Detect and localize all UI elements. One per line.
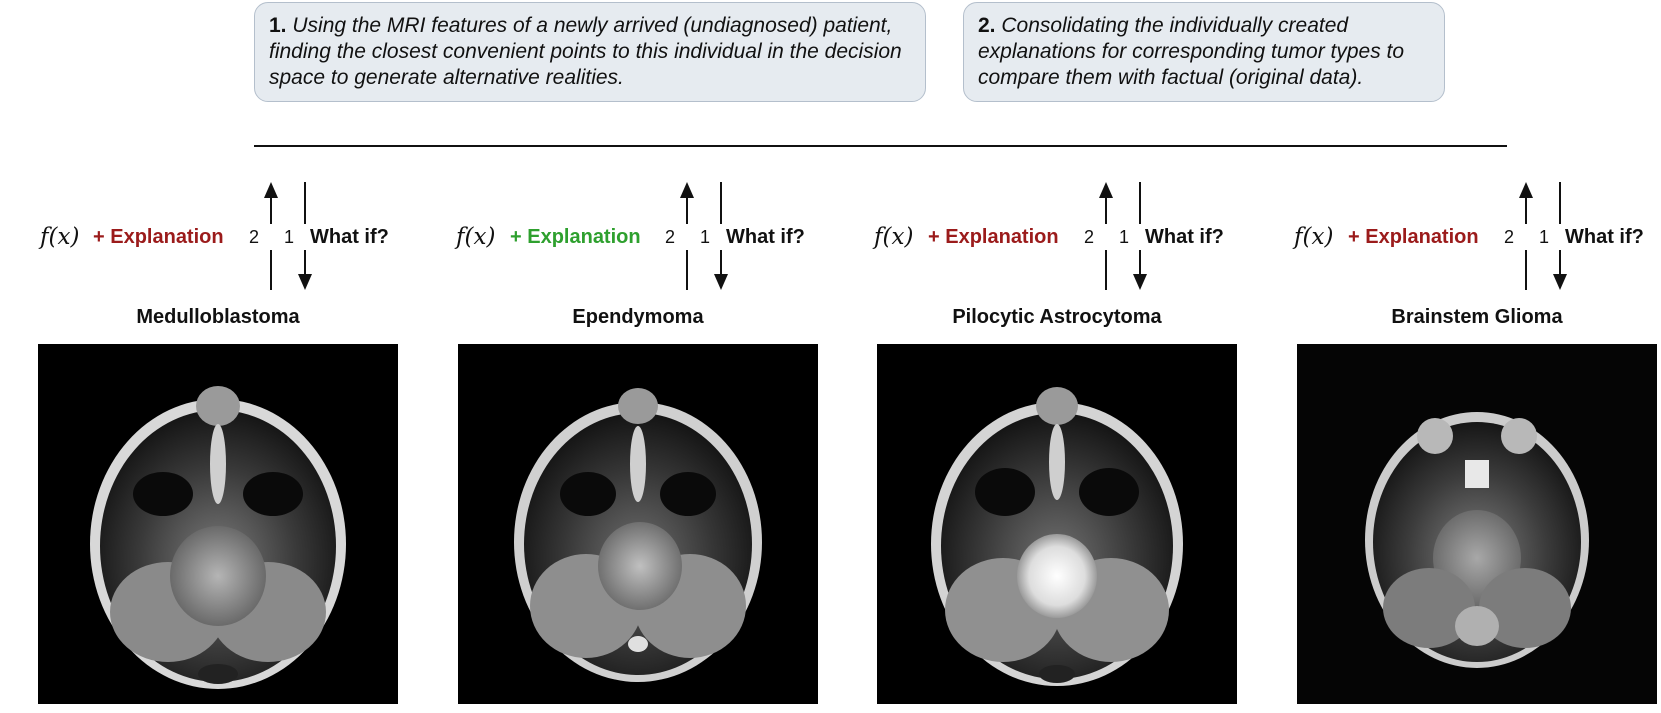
callout-step-2-number: 2. bbox=[978, 14, 996, 37]
bidirectional-arrows-icon bbox=[1517, 182, 1569, 290]
arrow-up-number: 2 bbox=[249, 227, 260, 247]
fx-label: f(x) bbox=[456, 224, 496, 250]
arrow-down-number: 1 bbox=[1119, 227, 1130, 247]
tumor-title: Ependymoma bbox=[572, 306, 704, 328]
arrow-up-number: 2 bbox=[665, 227, 676, 247]
mri-scan-image bbox=[38, 344, 398, 704]
horizontal-divider bbox=[254, 145, 1507, 147]
fx-label: f(x) bbox=[874, 224, 914, 250]
tumor-column-pilocytic-astrocytoma: f(x) + Explanation 2 1 What if? Pilocyti… bbox=[874, 180, 1237, 713]
tumor-title: Medulloblastoma bbox=[136, 306, 300, 328]
what-if-label: What if? bbox=[1145, 226, 1224, 248]
tumor-column-medulloblastoma: f(x) + Explanation 2 1 What if? Medullob… bbox=[38, 180, 398, 713]
mri-scan-image bbox=[1297, 344, 1657, 704]
mri-scan-image bbox=[458, 344, 818, 704]
bidirectional-arrows-icon bbox=[678, 182, 730, 290]
arrow-up-number: 2 bbox=[1084, 227, 1095, 247]
bidirectional-arrows-icon bbox=[262, 182, 314, 290]
tumor-column-brainstem-glioma: f(x) + Explanation 2 1 What if? Brainste… bbox=[1294, 180, 1657, 713]
fx-label: f(x) bbox=[40, 224, 80, 250]
explanation-label: + Explanation bbox=[1348, 226, 1479, 248]
tumor-title: Pilocytic Astrocytoma bbox=[952, 306, 1162, 328]
arrow-down-number: 1 bbox=[1539, 227, 1550, 247]
tumor-column-ependymoma: f(x) + Explanation 2 1 What if? Ependymo… bbox=[456, 180, 818, 713]
explanation-label: + Explanation bbox=[93, 226, 224, 248]
callout-step-1: 1. Using the MRI features of a newly arr… bbox=[254, 2, 926, 102]
explanation-label: + Explanation bbox=[510, 226, 641, 248]
callout-step-2-text: Consolidating the individually created e… bbox=[978, 14, 1405, 89]
arrow-down-number: 1 bbox=[284, 227, 295, 247]
tumor-title: Brainstem Glioma bbox=[1391, 306, 1563, 328]
what-if-label: What if? bbox=[1565, 226, 1644, 248]
arrow-down-number: 1 bbox=[700, 227, 711, 247]
bidirectional-arrows-icon bbox=[1097, 182, 1149, 290]
explanation-label: + Explanation bbox=[928, 226, 1059, 248]
callout-step-1-text: Using the MRI features of a newly arrive… bbox=[269, 14, 902, 89]
fx-label: f(x) bbox=[1294, 224, 1334, 250]
arrow-up-number: 2 bbox=[1504, 227, 1515, 247]
callout-step-1-number: 1. bbox=[269, 14, 287, 37]
callout-step-2: 2. Consolidating the individually create… bbox=[963, 2, 1445, 102]
mri-scan-image bbox=[877, 344, 1237, 704]
what-if-label: What if? bbox=[310, 226, 389, 248]
what-if-label: What if? bbox=[726, 226, 805, 248]
